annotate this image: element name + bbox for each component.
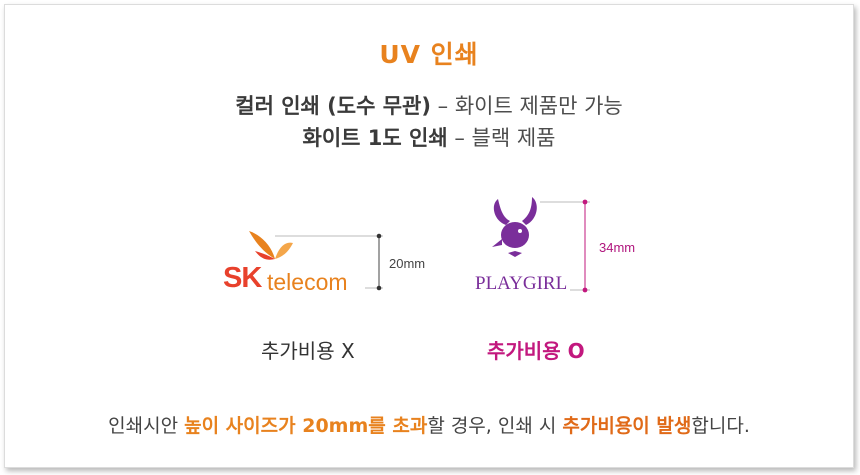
sk-extra-cost-label: 추가비용 X [261, 339, 355, 363]
notice-part-1: 인쇄시안 [108, 415, 185, 437]
page-title: UV 인쇄 [379, 40, 479, 69]
notice-highlight-cost: 추가비용이 발생 [562, 415, 692, 437]
white-print-line: 화이트 1도 인쇄 – 블랙 제품 [5, 122, 853, 152]
notice-highlight-size: 높이 사이즈가 20mm를 초과 [184, 415, 428, 437]
playgirl-logo-text: PLAYGIRL [475, 273, 568, 294]
sk-logo-text: SK [223, 262, 262, 294]
white-print-label: 화이트 1도 인쇄 [302, 126, 448, 150]
playgirl-bunny-icon [492, 197, 537, 257]
color-print-condition: – 화이트 제품만 가능 [430, 94, 623, 118]
sk-height-dimension [275, 233, 383, 291]
playgirl-height-label: 34mm [599, 240, 636, 255]
playgirl-height-dimension [540, 199, 590, 293]
color-print-label: 컬러 인쇄 (도수 무관) [235, 94, 431, 118]
notice-part-3: 할 경우, 인쇄 시 [427, 415, 563, 437]
playgirl-extra-cost-label: 추가비용 O [487, 339, 585, 363]
color-print-line: 컬러 인쇄 (도수 무관) – 화이트 제품만 가능 [5, 90, 853, 120]
sk-telecom-butterfly-icon [249, 231, 293, 260]
uv-print-info-card: UV 인쇄 컬러 인쇄 (도수 무관) – 화이트 제품만 가능 화이트 1도 … [4, 4, 854, 468]
white-print-condition: – 블랙 제품 [447, 126, 556, 150]
extra-cost-notice: 인쇄시안 높이 사이즈가 20mm를 초과할 경우, 인쇄 시 추가비용이 발생… [5, 411, 853, 438]
telecom-logo-text: telecom [267, 269, 348, 295]
notice-part-5: 합니다. [691, 415, 750, 437]
sk-height-label: 20mm [389, 256, 426, 271]
